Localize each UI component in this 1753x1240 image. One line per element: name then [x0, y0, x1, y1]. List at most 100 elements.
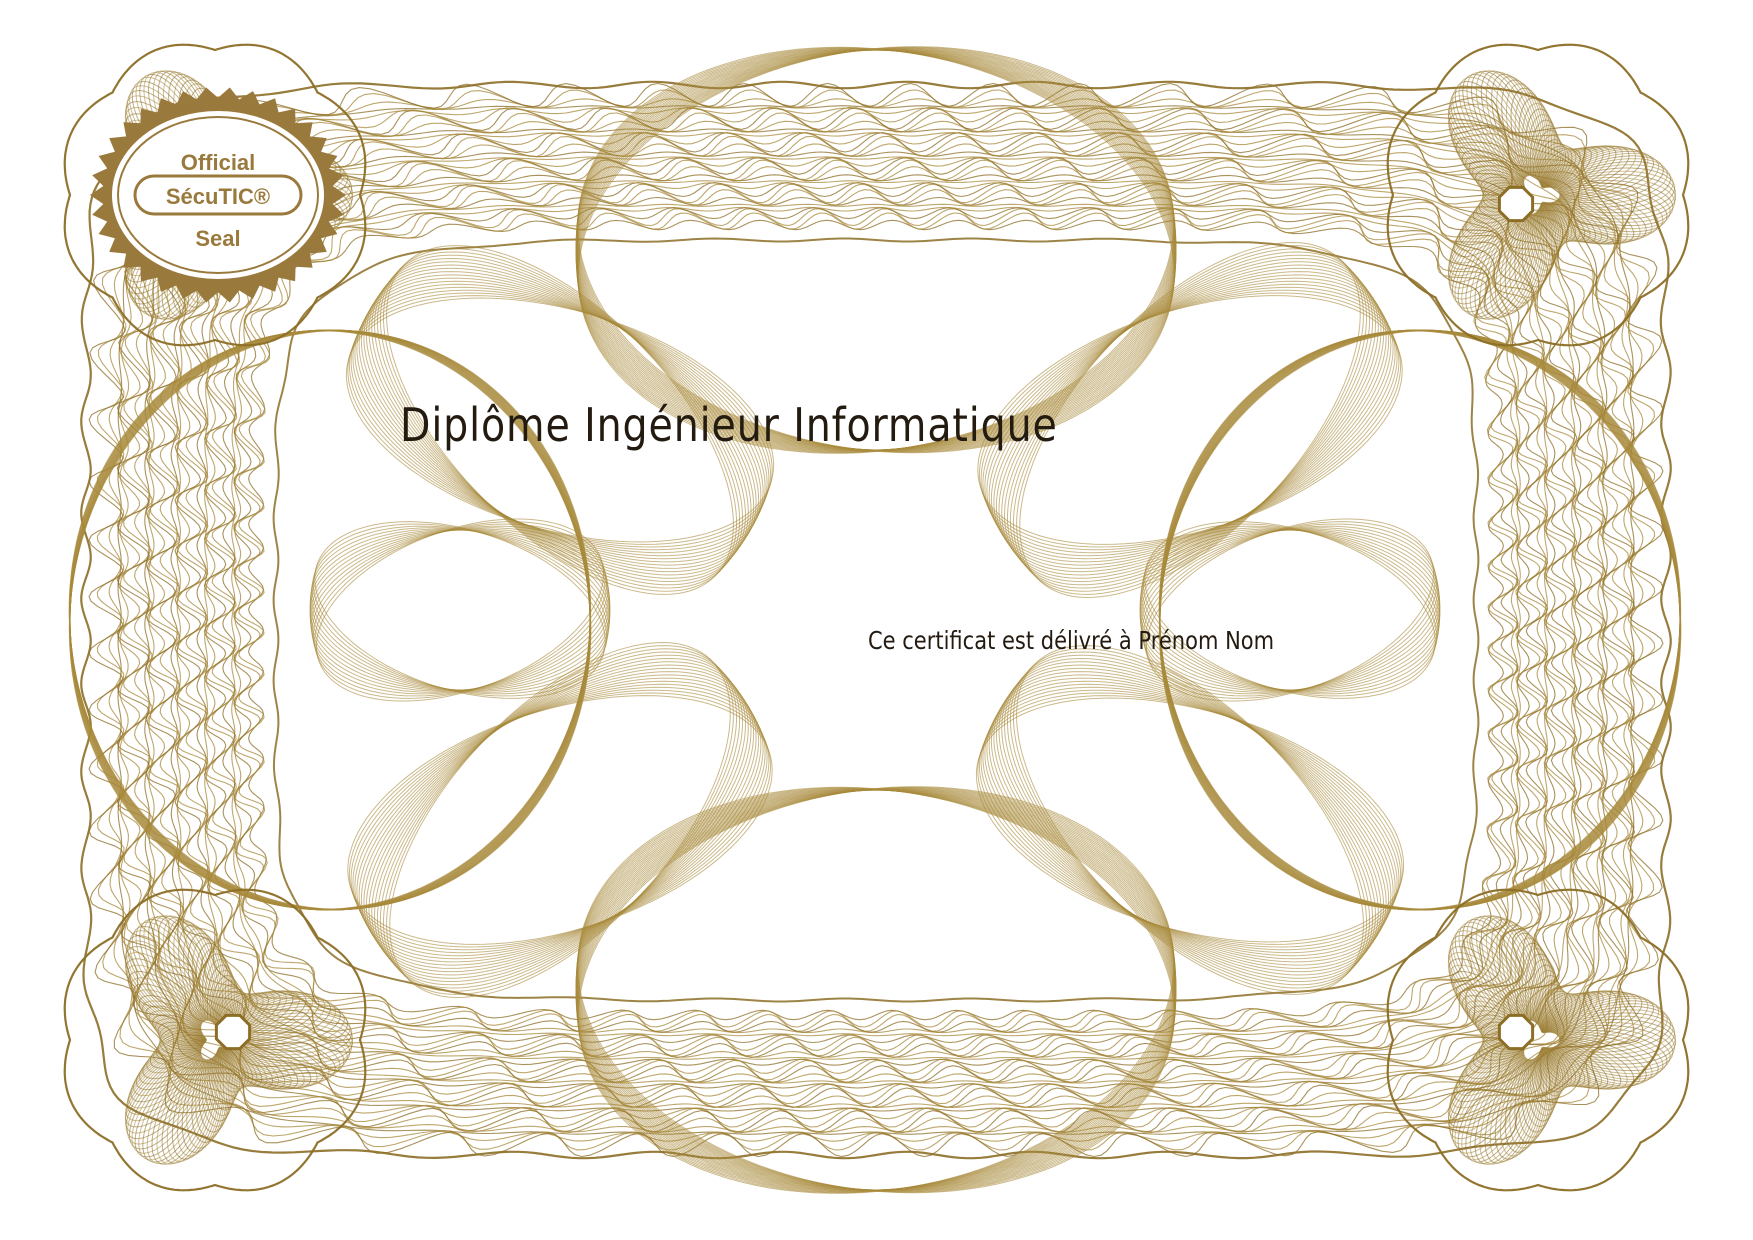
frame-line: [176, 157, 1576, 1083]
rosette-line: [1475, 70, 1628, 318]
lens-line: [311, 525, 609, 695]
lens-line: [575, 789, 1177, 1191]
rosette-border: [63, 888, 367, 1192]
rosette-border: [1386, 888, 1690, 1192]
frame-line: [177, 159, 1575, 1081]
lens-line: [311, 525, 609, 695]
lens-line: [575, 49, 1177, 451]
frame-line: [233, 208, 1519, 1032]
lens-line: [1019, 241, 1361, 599]
frame-line: [145, 131, 1607, 1109]
frame-line: [149, 135, 1603, 1105]
frame-line: [211, 189, 1541, 1051]
lens-line: [575, 49, 1177, 451]
rosette-line: [1469, 76, 1637, 319]
frame-line: [159, 143, 1593, 1097]
lens-line: [309, 529, 611, 691]
rosette-line: [1475, 915, 1628, 1163]
lens-line: [314, 521, 606, 699]
seal-badge-icon: Official SécuTIC® Seal: [90, 87, 346, 303]
frame-inner-border: [272, 237, 1480, 1003]
octagon-rosette-icon: [1497, 1013, 1535, 1051]
rosette-line: [1470, 70, 1635, 315]
lens-line: [575, 48, 1177, 452]
lens-line: [347, 695, 773, 945]
lens-line: [1013, 648, 1367, 992]
lens-line: [575, 789, 1177, 1191]
frame-line: [96, 89, 1656, 1151]
lens-line: [386, 245, 734, 595]
frame-line: [233, 207, 1519, 1033]
lens-line: [577, 46, 1175, 454]
lens-line: [309, 529, 611, 691]
frame-line: [134, 120, 1618, 1120]
frame-line: [148, 132, 1604, 1108]
frame-line: [117, 105, 1635, 1135]
rosette-line: [1480, 915, 1622, 1164]
seal-line-official: Official: [181, 150, 256, 175]
octagon-rosette-icon: [214, 1013, 252, 1051]
frame-line: [231, 203, 1521, 1037]
frame-line: [88, 82, 1664, 1158]
frame-line: [234, 206, 1518, 1034]
guilloche-lenses: [68, 46, 1682, 1194]
frame-line: [144, 128, 1608, 1112]
frame-line: [204, 180, 1548, 1060]
lens-line: [575, 49, 1177, 451]
lens-line: [1144, 521, 1436, 699]
seal-brand: SécuTIC®: [166, 184, 270, 209]
seal-brand-pill: [133, 174, 303, 216]
frame-line: [174, 156, 1578, 1084]
lens-line: [68, 330, 592, 910]
frame-line: [205, 182, 1547, 1058]
lens-line: [1141, 525, 1439, 695]
lens-line: [977, 295, 1403, 545]
lens-line: [1139, 529, 1441, 691]
frame-line: [238, 212, 1514, 1028]
lens-line: [575, 788, 1177, 1192]
frame-outer-border: [80, 80, 1672, 1160]
rosette-border: [1386, 43, 1690, 347]
frame-line: [203, 182, 1549, 1058]
frame-line: [146, 132, 1606, 1108]
lens-line: [993, 671, 1387, 969]
frame-line: [185, 166, 1567, 1074]
rosette-line: [1470, 915, 1635, 1160]
rosette-border: [63, 43, 367, 347]
frame-line: [108, 98, 1644, 1142]
lens-line: [575, 49, 1177, 451]
lens-line: [575, 788, 1177, 1192]
rosette-line: [135, 921, 330, 1149]
lens-line: [1144, 521, 1436, 699]
seal-line-seal: Seal: [195, 226, 240, 251]
rosette-line: [147, 915, 312, 1160]
recipient-line: Ce certificat est délivré à Prénom Nom: [868, 626, 1275, 655]
lens-line: [373, 657, 747, 983]
octagon-rosette-icons: [214, 185, 1535, 1051]
frame-line: [204, 183, 1548, 1057]
lens-line: [1139, 528, 1441, 692]
lens-line: [1139, 529, 1441, 691]
rosette-line: [1469, 921, 1637, 1164]
octagon-rosette-icon: [1497, 185, 1535, 223]
lens-line: [309, 528, 611, 692]
lens-line: [1141, 525, 1439, 695]
lens-line: [309, 528, 611, 692]
lens-line: [314, 521, 606, 699]
frame-line: [170, 151, 1582, 1089]
lens-line: [1016, 645, 1364, 995]
rosette-line: [1480, 70, 1622, 319]
guilloche-frame: [80, 80, 1672, 1160]
frame-line: [116, 107, 1636, 1133]
lens-line: [575, 48, 1177, 452]
lens-line: [575, 789, 1177, 1191]
lens-line: [1139, 529, 1441, 691]
lens-line: [309, 529, 611, 691]
frame-line: [176, 156, 1576, 1084]
lens-line: [575, 789, 1177, 1191]
seal-oval-ring: [117, 116, 319, 274]
frame-line: [117, 106, 1635, 1134]
frame-line: [123, 112, 1629, 1128]
